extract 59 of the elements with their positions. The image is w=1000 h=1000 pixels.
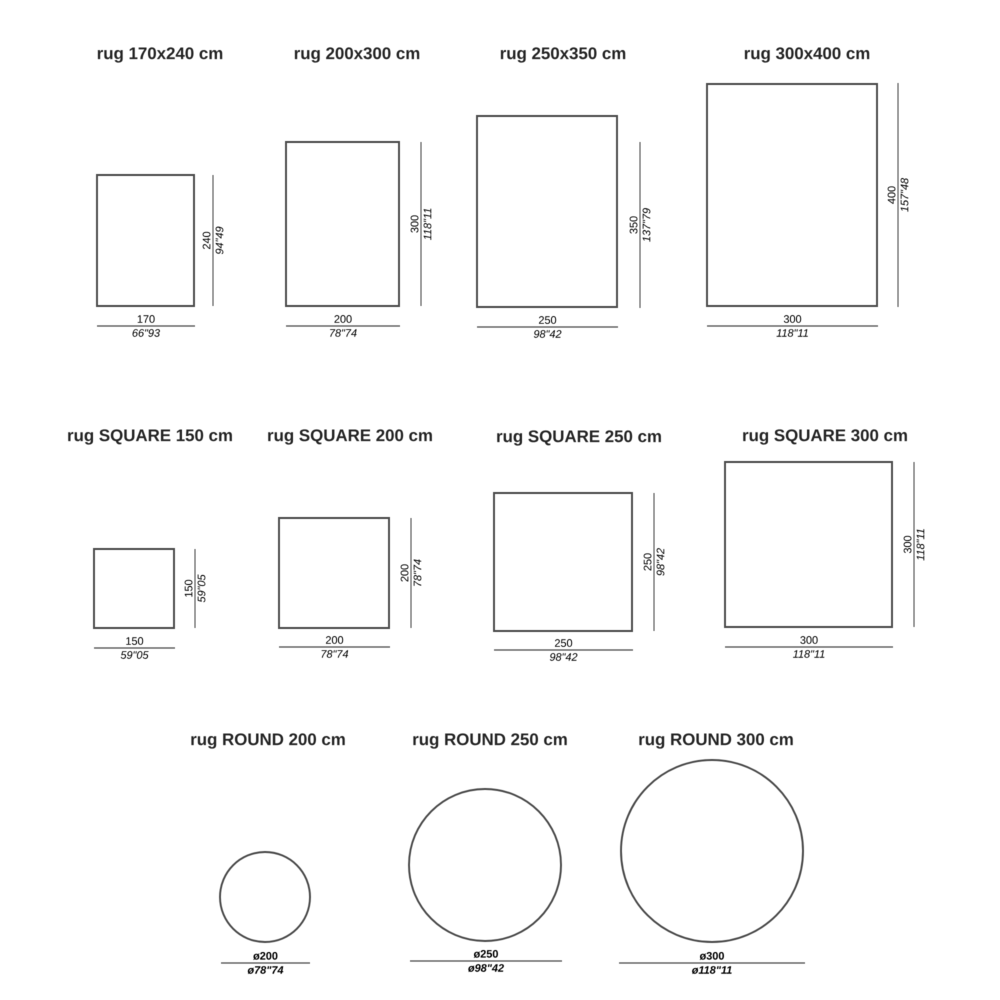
dimension-label: 78"74 [322,650,348,658]
dimension-label: 200 [400,564,408,582]
dimension-label: 98"42 [656,548,664,576]
dimension-label: ø78"74 [248,966,284,974]
dimension-label: 118"11 [776,329,808,337]
dimension-label: ø200 [253,952,278,960]
dimension-label: 200 [334,315,352,323]
rug-rectangle [493,492,633,632]
dimension-label: 200 [326,636,344,644]
rug-circle [408,788,562,942]
dimension-label: 66"93 [132,329,160,337]
rug-rectangle [285,141,400,307]
rug-title: rug SQUARE 200 cm [268,429,432,445]
dimension-label: 240 [202,232,210,250]
rug-circle [620,759,804,943]
dimension-label: 300 [904,536,912,554]
dimension-label: 300 [784,315,802,323]
dimension-label: 98"42 [534,330,562,338]
dimension-label: 250 [554,639,572,647]
dimension-label: 350 [630,216,638,234]
dimension-label: 250 [644,553,652,571]
dimension-label: 98"42 [550,653,578,661]
rug-rectangle [476,115,618,308]
dimension-label: 250 [538,316,556,324]
rug-title: rug ROUND 250 cm [413,733,567,749]
rug-rectangle [93,548,175,629]
dimension-label: 150 [184,580,192,597]
dimension-label: 300 [800,636,818,644]
rug-title: rug 200x300 cm [294,47,420,63]
dimension-label: 400 [888,186,896,204]
rug-title: rug SQUARE 300 cm [743,429,907,445]
dimension-label: 118"11 [424,208,432,240]
dimension-label: 59"05 [120,651,149,659]
rug-rectangle [706,83,878,307]
dimension-label: 59"05 [198,574,206,602]
dimension-label: 118"11 [793,650,824,658]
dimension-label: ø300 [700,952,724,960]
dimension-label: 157"48 [900,178,908,212]
rug-rectangle [278,517,390,629]
dimension-label: 137"79 [642,208,650,242]
dimension-label: 78"74 [414,559,422,586]
rug-title: rug 300x400 cm [744,47,870,63]
rug-title: rug 250x350 cm [500,47,626,63]
rug-rectangle [96,174,195,307]
rug-circle [219,851,311,943]
dimension-label: ø98"42 [468,964,504,972]
dimension-label: 118"11 [916,529,924,560]
rug-title: rug ROUND 200 cm [191,733,345,749]
dimension-label: 170 [138,315,155,323]
dimension-label: ø118"11 [692,966,732,974]
dimension-label: 78"74 [330,329,357,337]
dimension-label: 150 [126,637,144,645]
dimension-label: ø250 [474,950,498,958]
rug-title: rug 170x240 cm [98,47,222,63]
dimension-label: 300 [410,215,418,233]
rug-title: rug SQUARE 150 cm [68,429,232,445]
dimension-label: 94"49 [216,226,224,254]
rug-title: rug SQUARE 250 cm [497,430,661,446]
rug-rectangle [724,461,893,628]
